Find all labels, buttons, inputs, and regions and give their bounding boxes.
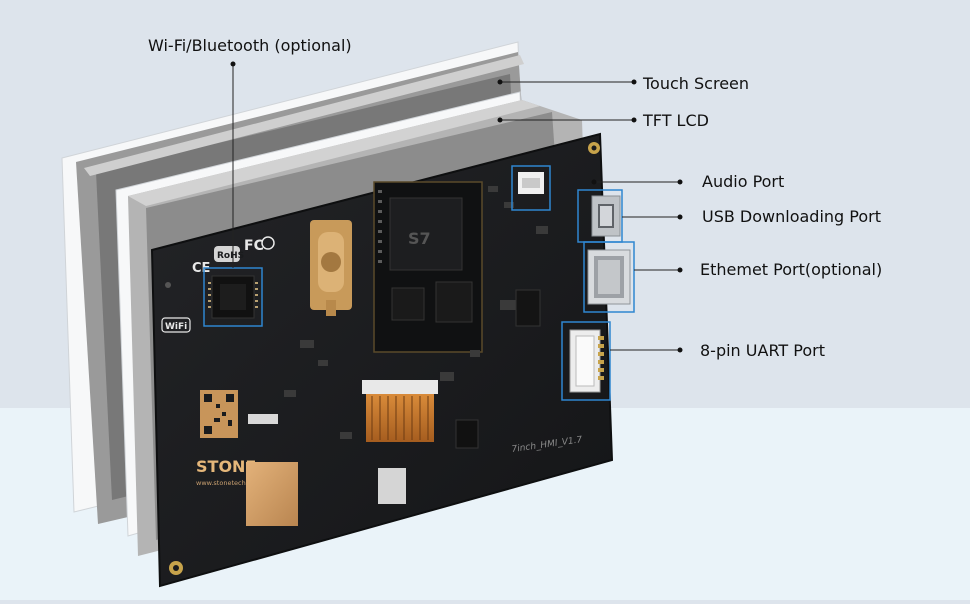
label-uart-port: 8-pin UART Port bbox=[700, 341, 825, 360]
fc-logo: FC bbox=[244, 238, 264, 254]
audio-highlight-box bbox=[511, 165, 551, 211]
bottom-connector bbox=[378, 468, 406, 504]
qr-code bbox=[200, 390, 238, 438]
leader-dots bbox=[230, 61, 683, 353]
usb-port bbox=[591, 195, 621, 237]
label-touch-screen: Touch Screen bbox=[643, 74, 750, 93]
label-usb-port: USB Downloading Port bbox=[702, 207, 882, 226]
ce-logo: CE bbox=[192, 261, 210, 276]
wifi-badge bbox=[161, 317, 191, 333]
main-processor: S7 bbox=[373, 181, 483, 353]
uart-highlight-box bbox=[561, 321, 611, 401]
ethernet-port bbox=[587, 249, 631, 305]
label-tft-lcd: TFT LCD bbox=[643, 111, 709, 130]
pcb-board: CE RoHS FC WiFi S7 bbox=[150, 132, 631, 588]
ethernet-highlight-box bbox=[583, 241, 635, 313]
leader-lines bbox=[232, 64, 680, 351]
label-ethernet-port: Ethemet Port(optional) bbox=[700, 260, 883, 279]
battery-holder bbox=[310, 220, 352, 316]
svg-text:WiFi: WiFi bbox=[165, 322, 187, 332]
label-wifi-bluetooth: Wi-Fi/Bluetooth (optional) bbox=[148, 36, 352, 55]
brand-website: www.stonetech.com bbox=[196, 479, 262, 487]
svg-text:S7: S7 bbox=[408, 229, 431, 248]
svg-text:RoHS: RoHS bbox=[217, 251, 244, 261]
label-audio-port: Audio Port bbox=[702, 172, 785, 191]
ffc-connector bbox=[362, 380, 438, 442]
pb-free-icon bbox=[261, 236, 275, 250]
uart-port bbox=[569, 329, 604, 393]
brand-logo: STONE bbox=[196, 457, 256, 476]
gold-contact-pad bbox=[246, 462, 298, 526]
small-connector bbox=[248, 414, 278, 424]
highlight-boxes bbox=[203, 165, 635, 401]
